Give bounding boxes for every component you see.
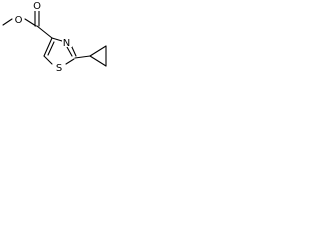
chemical-structure-diagram: O O N S	[2, 0, 107, 74]
bond-ring-c5-c4-a	[43, 37, 53, 57]
atom-label-carbonyl-oxygen: O	[33, 1, 41, 12]
bond-ring-s1-c5	[43, 55, 53, 65]
bond-ring-c2-s1	[65, 58, 75, 65]
bond-c2-cyclopropyl	[74, 55, 91, 59]
bond-cyclopropyl-a	[89, 45, 107, 57]
atom-label-ring-sulfur: S	[56, 63, 62, 74]
bond-carbonyl-to-ring	[36, 25, 53, 39]
atom-label-ring-nitrogen: N	[63, 38, 70, 49]
bond-methyl-oxygen	[2, 18, 13, 26]
bond-ring-n3-c2-b	[66, 46, 73, 57]
bond-oxygen-carbonyl-carbon	[24, 18, 37, 27]
bond-cyclopropyl-b	[89, 55, 107, 67]
atom-label-methoxy-oxygen: O	[15, 15, 23, 26]
bond-ring-c5-c4-b	[47, 41, 55, 56]
bond-ring-c4-n3	[51, 37, 63, 42]
